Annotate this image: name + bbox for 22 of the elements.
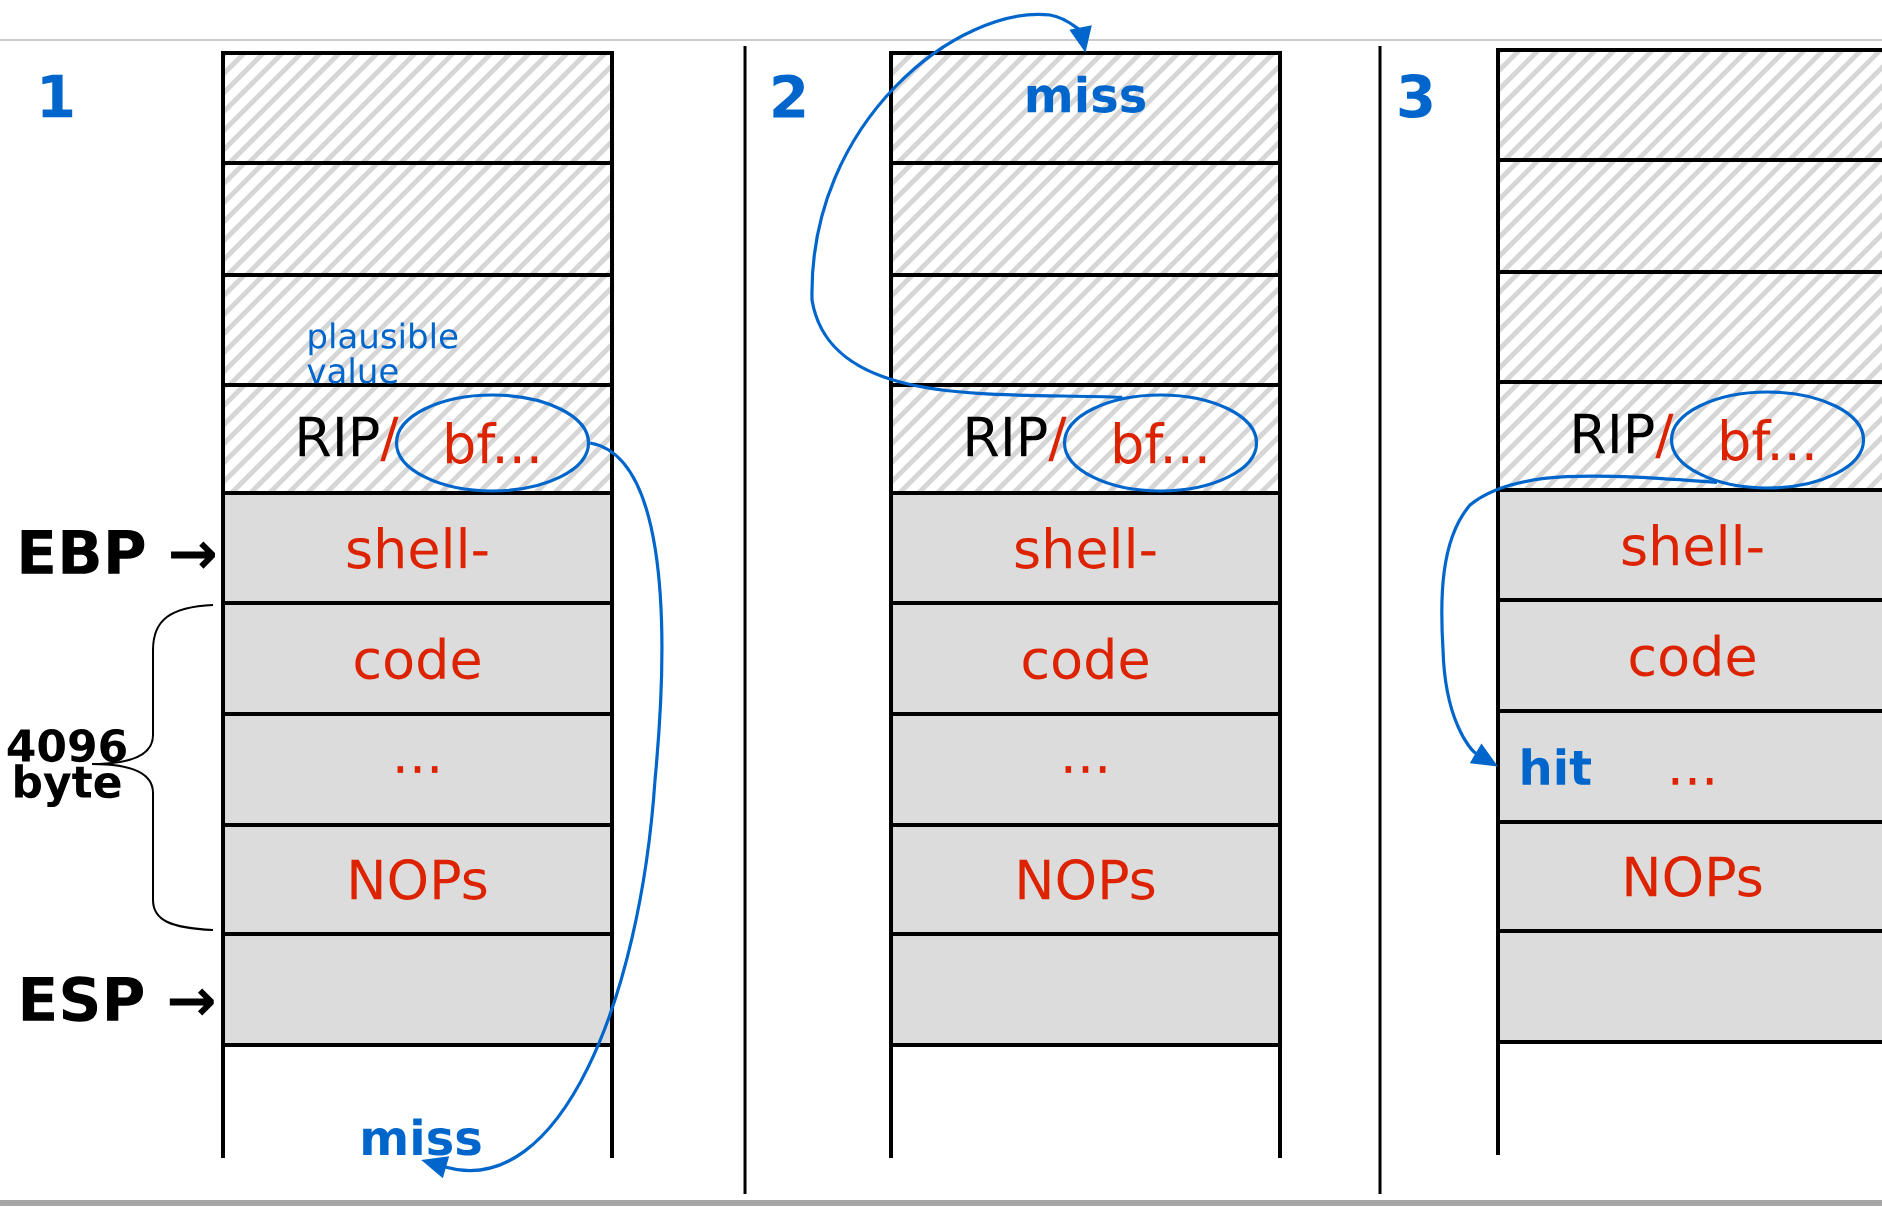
panel-number: 1 [42, 74, 73, 118]
shellcode-slot: code [221, 601, 614, 716]
shellcode-slot: ... [221, 712, 614, 827]
shellcode-slot: ... [889, 712, 1282, 827]
size-label: 4096 byte [7, 728, 126, 808]
register-pointer: ESP → [22, 976, 214, 1022]
nop-sled-slot: NOPs [221, 823, 614, 936]
outcome-label: miss [363, 1118, 481, 1156]
shellcode-slot: shell- [221, 491, 614, 605]
shellcode-slot: hit ... [1496, 709, 1882, 824]
stack-slot [1496, 929, 1882, 1044]
nop-sled-slot: NOPs [1496, 820, 1882, 933]
stack-slot: miss [889, 51, 1282, 165]
shellcode-slot: code [889, 601, 1282, 716]
panel-number: 3 [1399, 74, 1432, 118]
nop-sled-slot: NOPs [889, 823, 1282, 936]
shellcode-slot: code [1496, 598, 1882, 713]
register-pointer: EBP → [21, 530, 215, 574]
shellcode-slot: shell- [1496, 488, 1882, 602]
annotation-text: plausible value [307, 322, 458, 384]
shellcode-slot: shell- [889, 491, 1282, 605]
panel-number: 2 [773, 74, 805, 118]
